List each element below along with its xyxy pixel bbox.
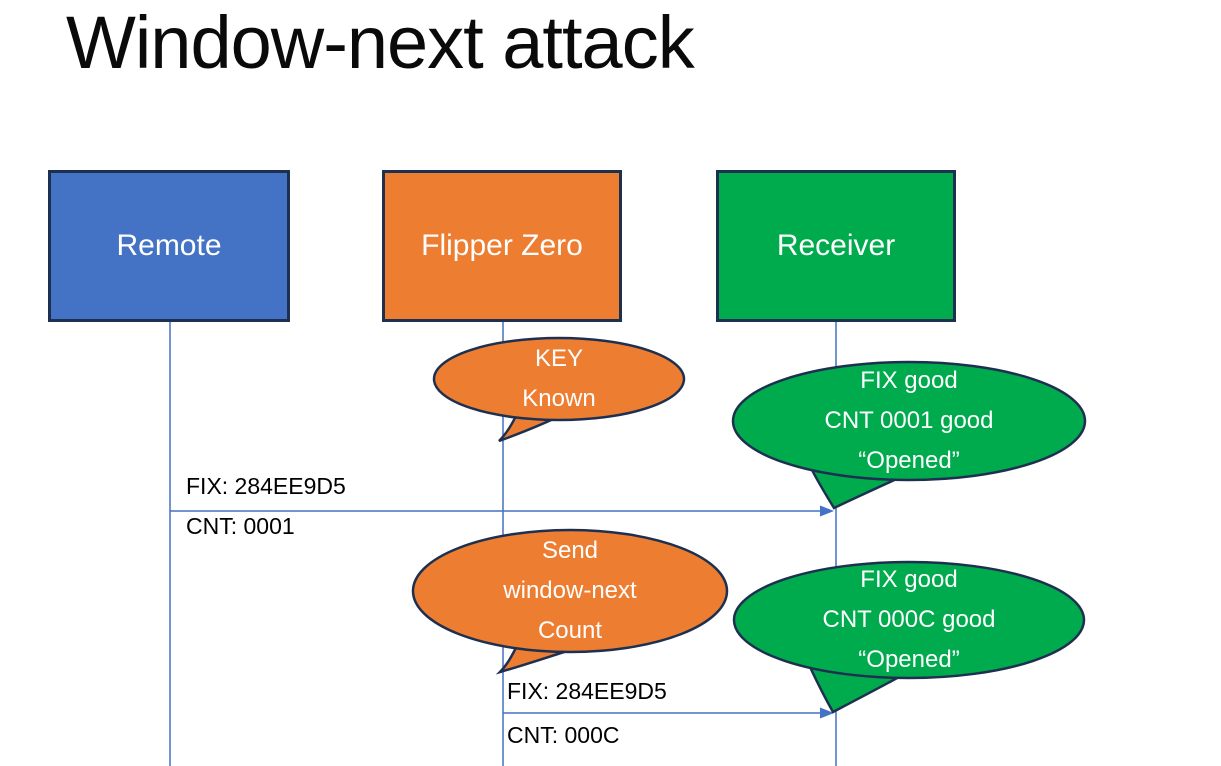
- message-arrow-flipper-to-receiver: [503, 707, 834, 719]
- arrowhead-icon: [820, 505, 834, 517]
- actor-label: Receiver: [776, 229, 896, 262]
- message1-cnt-label: CNT: 0001: [186, 513, 295, 539]
- speech-bubble-send-window-next: [411, 528, 729, 675]
- bubble-body: [411, 528, 729, 654]
- bubble-body: [432, 336, 686, 422]
- page-title: Window-next attack: [66, 1, 695, 84]
- message1-fix-label: FIX: 284EE9D5: [186, 473, 346, 499]
- bubble-body: [731, 360, 1087, 482]
- arrowhead-icon: [820, 707, 834, 719]
- actor-box-remote: Remote: [48, 170, 290, 322]
- message-arrow-remote-to-receiver: [170, 505, 834, 517]
- speech-bubble-key-known: [432, 336, 686, 443]
- bubble-body: [732, 560, 1086, 680]
- speech-bubble-opened-first: [731, 360, 1087, 510]
- message2-cnt-label: CNT: 000C: [507, 722, 620, 748]
- actor-label: Flipper Zero: [421, 229, 583, 262]
- message2-fix-label: FIX: 284EE9D5: [507, 678, 667, 704]
- actor-label: Remote: [116, 229, 222, 262]
- actor-box-receiver: Receiver: [716, 170, 956, 322]
- speech-bubble-opened-second: [732, 560, 1086, 714]
- actor-box-flipper-zero: Flipper Zero: [382, 170, 622, 322]
